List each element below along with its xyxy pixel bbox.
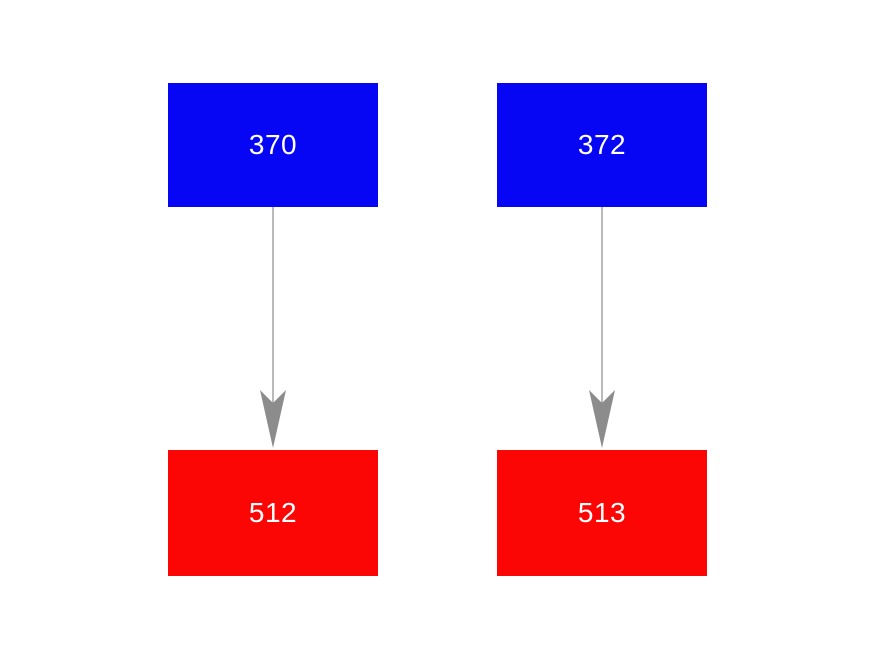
node-513: 513: [497, 450, 707, 576]
arrowhead-icon: [260, 390, 286, 448]
edge-arrow-372-513: [589, 207, 615, 448]
node-372: 372: [497, 83, 707, 207]
node-512-label: 512: [248, 497, 298, 528]
node-513-label: 513: [577, 497, 627, 528]
node-370-label: 370: [248, 129, 298, 160]
edge-arrow-370-512: [260, 207, 286, 448]
node-512: 512: [168, 450, 378, 576]
node-372-label: 372: [577, 129, 627, 160]
arrowhead-icon: [589, 390, 615, 448]
node-370: 370: [168, 83, 378, 207]
